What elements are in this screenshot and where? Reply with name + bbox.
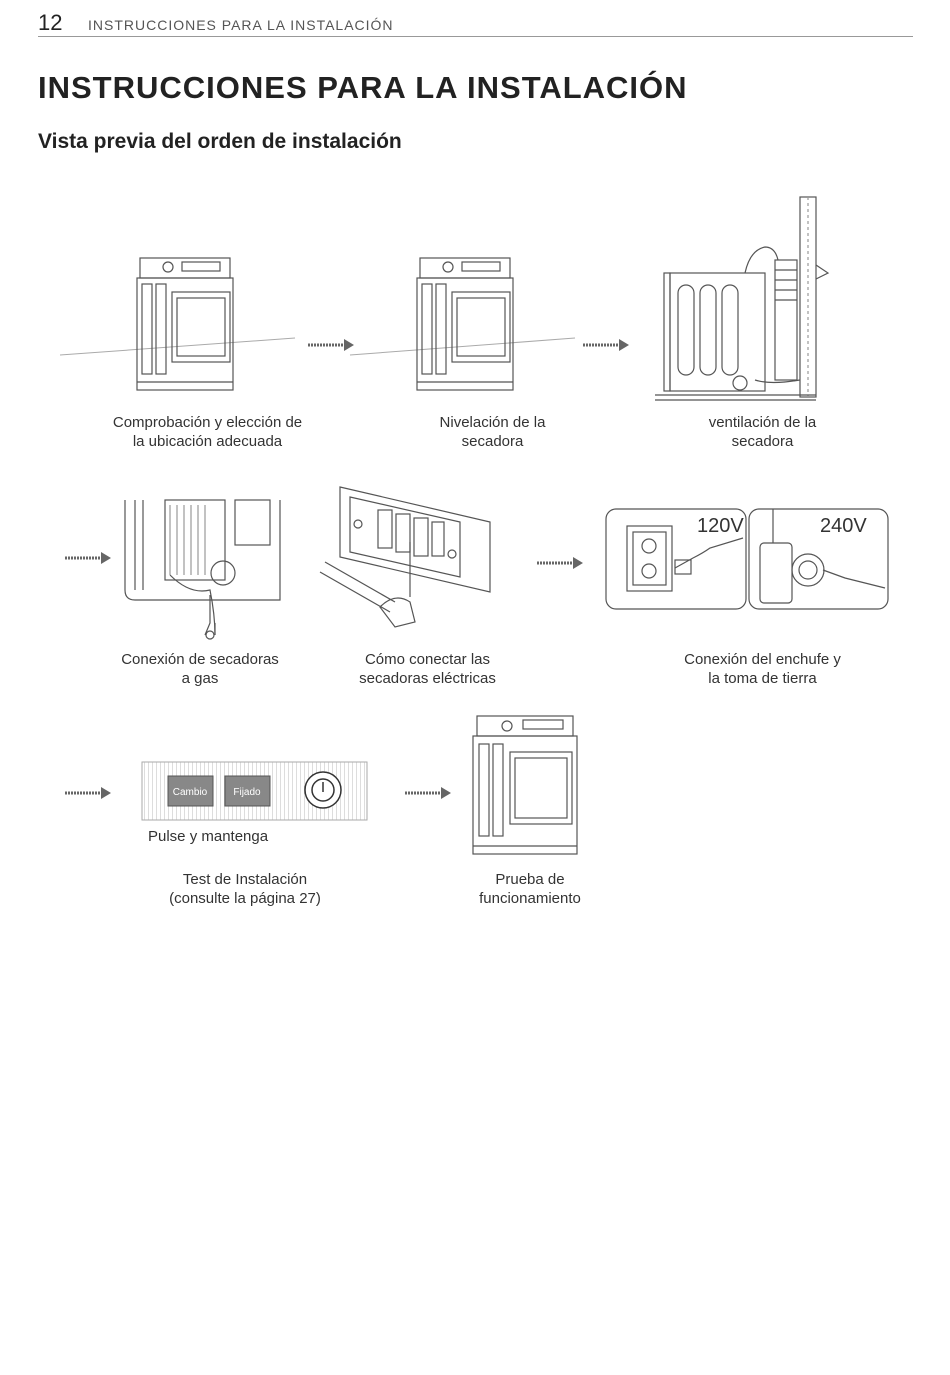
- voltage-120-label: 120V: [697, 515, 744, 537]
- gas-connection-illustration: [115, 495, 290, 645]
- page-header: 12 INSTRUCCIONES PARA LA INSTALACIÓN: [38, 8, 913, 37]
- electric-connection-illustration: [310, 482, 500, 632]
- voltage-240-label: 240V: [820, 515, 867, 537]
- arrow-right-icon: [583, 339, 629, 351]
- arrow-right-icon: [65, 552, 111, 564]
- step-caption: Test de Instalación (consulte la página …: [169, 871, 321, 907]
- dryer-venting-illustration: [650, 195, 840, 405]
- plug-ground-illustration: 120V 240V: [605, 508, 890, 613]
- step-caption: ventilación de la secadora: [708, 414, 817, 450]
- step-caption: Conexión de secadoras a gas: [121, 651, 279, 687]
- arrow-right-icon: [308, 339, 354, 351]
- page-number: 12: [38, 10, 63, 35]
- step-caption: Conexión del enchufe y la toma de tierra: [684, 651, 841, 687]
- press-hold-label: Pulse y mantenga: [148, 828, 269, 845]
- fijado-button-label: Fijado: [233, 787, 261, 798]
- step-caption: Cómo conectar las secadoras eléctricas: [359, 651, 496, 687]
- control-panel-illustration: Cambio Fijado: [140, 758, 370, 828]
- arrow-right-icon: [537, 557, 583, 569]
- step-caption: Prueba de funcionamiento: [479, 871, 581, 907]
- dryer-leveling-illustration: [340, 250, 590, 400]
- step-caption: Nivelación de la secadora: [439, 414, 546, 450]
- dryer-location-illustration: [60, 250, 310, 400]
- operation-test-dryer-illustration: [465, 710, 585, 860]
- page-title: INSTRUCCIONES PARA LA INSTALACIÓN: [38, 70, 688, 105]
- section-subtitle: Vista previa del orden de instalación: [38, 130, 402, 153]
- cambio-button-label: Cambio: [173, 787, 208, 798]
- step-caption: Comprobación y elección de la ubicación …: [112, 414, 303, 450]
- running-title: INSTRUCCIONES PARA LA INSTALACIÓN: [88, 17, 394, 33]
- arrow-right-icon: [65, 787, 111, 799]
- arrow-right-icon: [405, 787, 451, 799]
